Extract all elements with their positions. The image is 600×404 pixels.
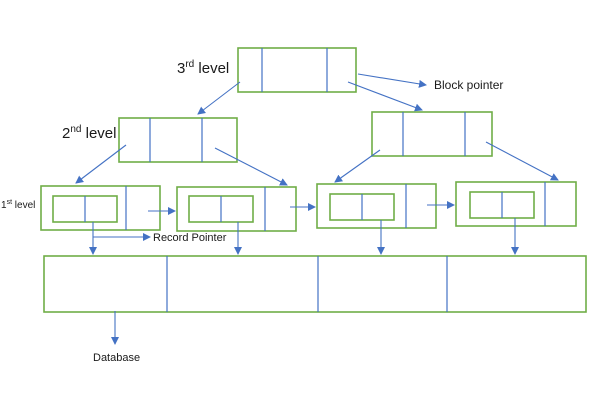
- arrow-l2-left-to-node1: [75, 144, 127, 184]
- arrow-l3-to-l2-left: [197, 81, 241, 115]
- level1-node-1: [40, 185, 161, 231]
- arrow-l3-to-l2-right: [347, 81, 423, 112]
- level1-node-3: [316, 183, 437, 229]
- database-block: [43, 255, 587, 313]
- level1-node-2: [176, 186, 297, 232]
- arrow-l2-left-to-node2: [214, 147, 288, 186]
- level2-label: 2nd level: [62, 124, 117, 142]
- level1-label: 1st level: [1, 199, 35, 211]
- arrow-l2-right-to-node3: [334, 149, 381, 183]
- arrow-block-pointer: [357, 73, 427, 88]
- level3-node: [237, 47, 357, 93]
- level3-label: 3rd level: [177, 59, 229, 77]
- level1-node-4: [455, 181, 577, 227]
- level2-node-left: [118, 117, 238, 163]
- level2-node-right: [371, 111, 493, 157]
- record-pointer-label: Record Pointer: [153, 232, 227, 244]
- database-label: Database: [93, 352, 140, 364]
- arrow-l2-right-to-node4: [485, 141, 559, 181]
- block-pointer-label: Block pointer: [434, 78, 503, 92]
